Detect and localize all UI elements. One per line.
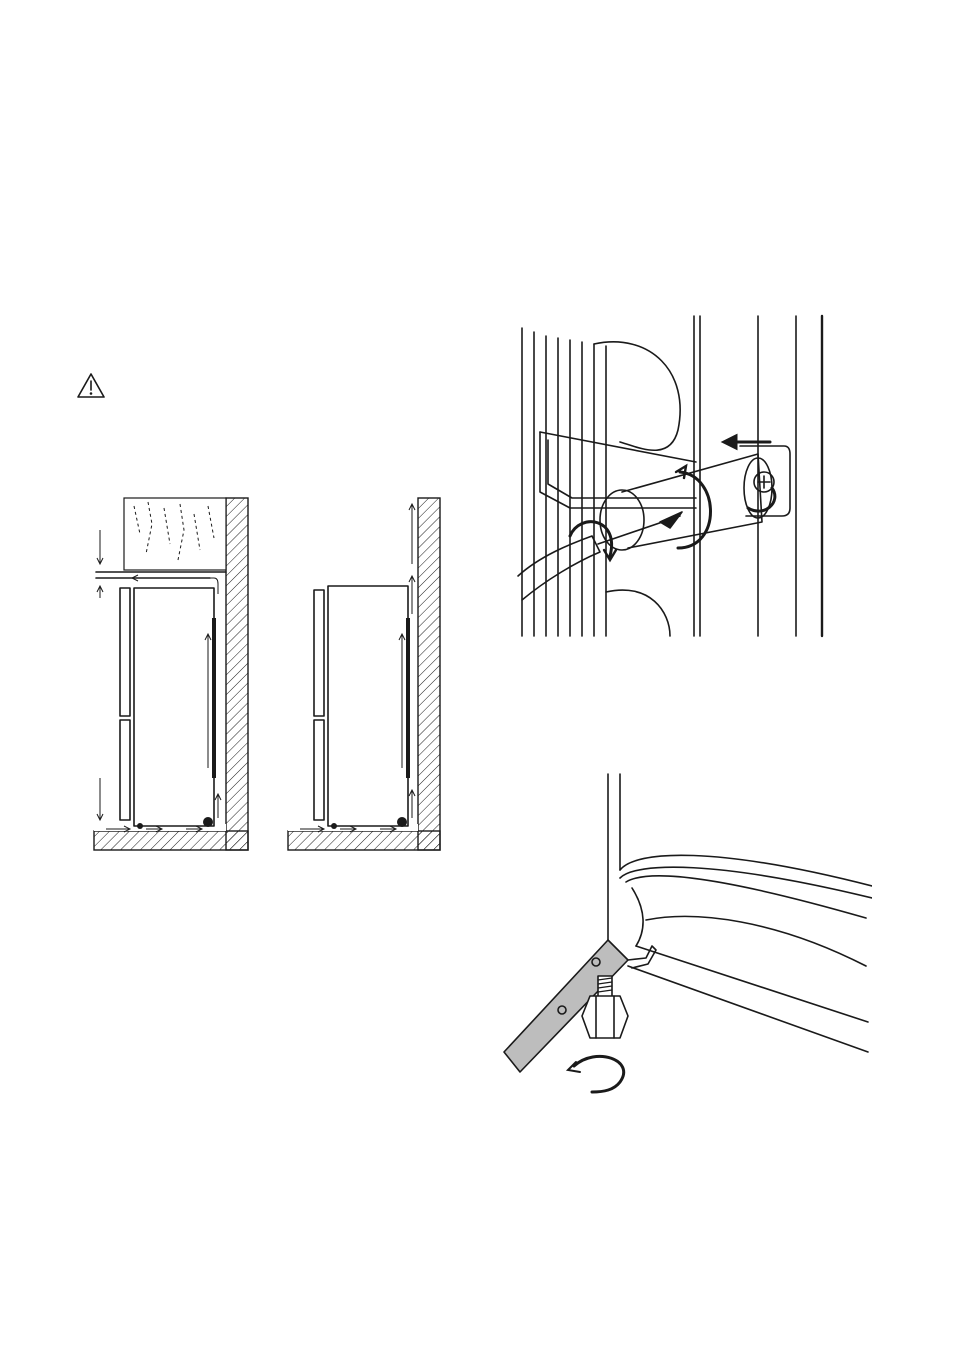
rear-spacer-diagram: [510, 312, 830, 642]
warning-triangle-icon: [76, 372, 106, 400]
ventilation-diagram-freestanding: [284, 494, 446, 854]
ventilation-diagram-with-cabinet: [90, 494, 252, 854]
adjustable-foot-diagram: [496, 770, 872, 1100]
